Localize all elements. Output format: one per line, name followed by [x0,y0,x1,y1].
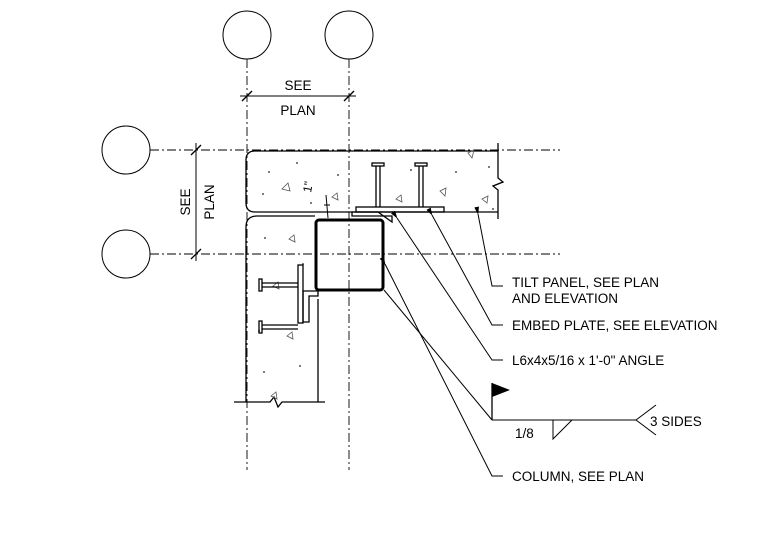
grid-bubble-top-right [324,10,374,60]
callout-tilt-panel-line1: TILT PANEL, SEE PLAN [512,275,659,290]
dimension-top: SEE PLAN [240,78,356,118]
dimension-left-line2: PLAN [202,184,217,219]
grid-lines [150,59,560,470]
grid-bubble-left-upper [101,125,151,175]
embed-plate-horizontal [355,162,445,213]
embed-plate-vertical [258,264,304,334]
callout-angle: L6x4x5/16 x 1'-0" ANGLE [512,353,664,368]
leader-column [379,256,503,477]
dimension-left-line1: SEE [178,188,193,215]
leader-tilt-panel [474,206,503,287]
gap-dimension-label: 1" [300,180,316,193]
dimension-left: SEE PLAN [178,143,217,261]
grid-bubble-left-lower [101,229,151,279]
grid-bubble-top-left [222,10,272,60]
leader-embed-plate [426,207,503,326]
tilt-panel-vertical [234,215,325,409]
dimension-top-line2: PLAN [280,103,315,118]
callout-tilt-panel-line2: AND ELEVATION [512,291,618,306]
callout-column: COLUMN, SEE PLAN [512,469,644,484]
weld-tail-note: 3 SIDES [650,414,702,429]
tilt-panel-horizontal [245,143,505,219]
callout-labels: TILT PANEL, SEE PLAN AND ELEVATION EMBED… [512,275,718,484]
weld-symbol: 1/8 3 SIDES [383,289,702,441]
callout-embed-plate: EMBED PLATE, SEE ELEVATION [512,318,718,333]
gap-dimension: 1" [300,180,330,219]
grid-bubbles [101,10,374,279]
leader-angle [391,210,503,361]
dimension-top-line1: SEE [284,78,311,93]
weld-size: 1/8 [515,426,534,441]
hss-column [314,218,385,292]
